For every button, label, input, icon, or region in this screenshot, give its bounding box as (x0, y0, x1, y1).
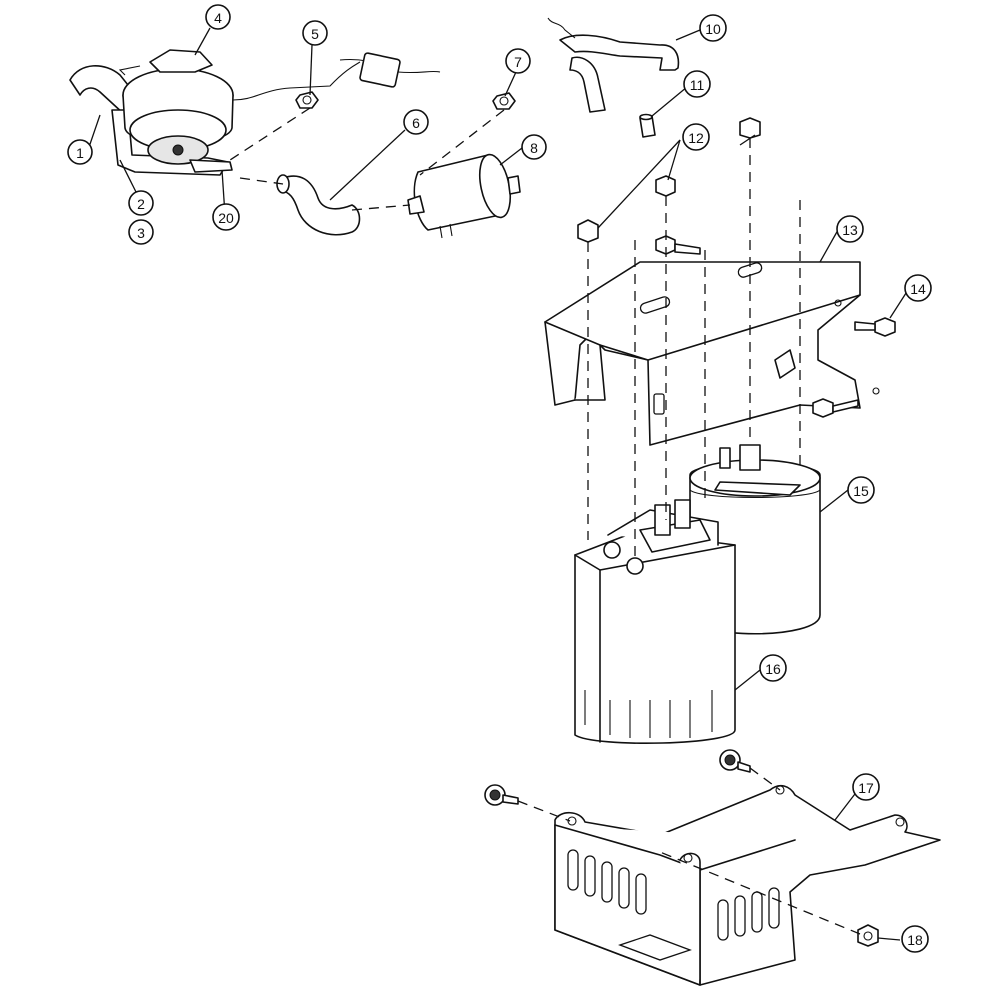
pump-fitting (172, 144, 184, 156)
pump-vent (118, 65, 141, 76)
callout-6: 6 (403, 109, 429, 135)
callout-label: 4 (214, 10, 222, 26)
callout-label: 12 (688, 130, 704, 146)
connector-plug (359, 52, 401, 88)
callout-label: 18 (907, 932, 923, 948)
callout-label: 1 (76, 145, 84, 161)
nut-part-7 (492, 92, 516, 110)
callout-label: 14 (910, 281, 926, 297)
callout-10: 10 (699, 14, 727, 42)
callout-20: 20 (212, 203, 240, 231)
hose-part-11 (639, 113, 656, 138)
bolt-part-12 (577, 117, 761, 243)
callout-12: 12 (682, 123, 710, 151)
leak-detection-pump-assembly (69, 49, 361, 176)
callout-4: 4 (205, 4, 231, 30)
callout-14: 14 (904, 274, 932, 302)
callout-13: 13 (836, 215, 864, 243)
callout-label: 5 (311, 26, 319, 42)
hose-part-10 (547, 17, 680, 113)
pump-solenoid-cap-part-4 (149, 49, 213, 73)
callout-label: 8 (530, 140, 538, 156)
canister-part-16 (574, 499, 736, 745)
callout-label: 13 (842, 222, 858, 238)
screw-part-14 (655, 235, 896, 418)
leader-lines (87, 27, 909, 941)
bolt-skid-left (484, 784, 519, 806)
callout-2: 2 (128, 190, 154, 216)
callout-17: 17 (852, 773, 880, 801)
pump-outlet-part-20 (189, 159, 233, 173)
callout-3: 3 (128, 219, 154, 245)
callout-8: 8 (521, 134, 547, 160)
callout-label: 17 (858, 780, 874, 796)
bolt-skid-top (719, 749, 751, 773)
callout-5: 5 (302, 20, 328, 46)
electrical-connector (339, 52, 441, 88)
filter-part-8 (407, 153, 521, 239)
callout-label: 16 (765, 661, 781, 677)
callout-11: 11 (683, 70, 711, 98)
callout-label: 6 (412, 115, 420, 131)
callout-label: 10 (705, 21, 721, 37)
callout-label: 20 (218, 210, 234, 226)
callout-label: 3 (137, 225, 145, 241)
skid-plate-part-17 (554, 784, 941, 986)
callout-16: 16 (759, 654, 787, 682)
nut-part-5 (295, 91, 319, 109)
callout-1: 1 (67, 139, 93, 165)
callout-7: 7 (505, 48, 531, 74)
callout-label: 2 (137, 196, 145, 212)
pump-harness-wire (232, 61, 361, 101)
callout-15: 15 (847, 476, 875, 504)
callout-18: 18 (901, 925, 929, 953)
mounting-bracket-part-13 (544, 261, 880, 446)
callout-label: 15 (853, 483, 869, 499)
assembly-lines (229, 107, 861, 935)
callout-label: 11 (690, 77, 705, 93)
callout-label: 7 (514, 54, 522, 70)
nut-part-18 (857, 924, 879, 947)
